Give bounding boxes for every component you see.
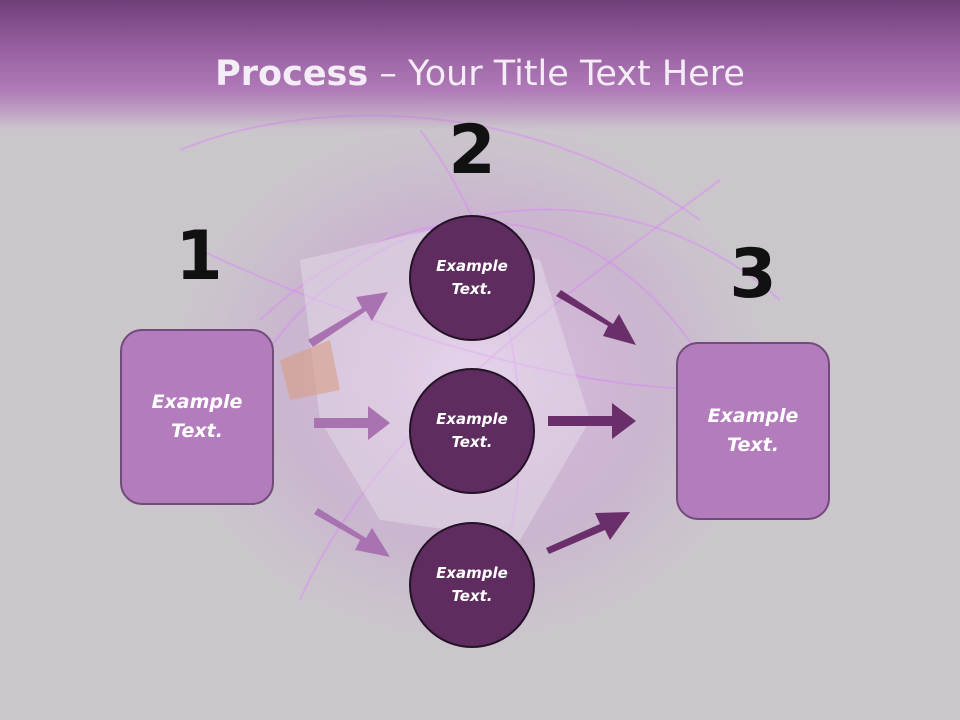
step-number-3: 3	[729, 235, 777, 314]
step-circle-middle-label: Example Text.	[436, 410, 508, 451]
arrow-up-left	[308, 292, 388, 347]
step-number-2: 2	[448, 111, 496, 190]
step-circle-middle: Example Text.	[409, 368, 535, 494]
step-circle-bottom: Example Text.	[409, 522, 535, 648]
arrow-down-right	[556, 290, 636, 345]
slide-title: Process – Your Title Text Here	[0, 52, 960, 96]
step-number-1: 1	[175, 217, 223, 296]
title-bold: Process	[215, 54, 369, 94]
arrow-down-left	[314, 508, 390, 557]
step-circle-bottom-label: Example Text.	[436, 564, 508, 605]
step-box-3-label: Example Text.	[707, 405, 799, 456]
step-circle-top-label: Example Text.	[436, 257, 508, 298]
step-box-3: Example Text.	[676, 342, 830, 520]
step-box-1: Example Text.	[120, 329, 274, 505]
arrow-mid-left	[314, 406, 390, 440]
title-rest: – Your Title Text Here	[368, 54, 745, 94]
step-circle-top: Example Text.	[409, 215, 535, 341]
arrow-mid-right	[548, 403, 636, 439]
step-box-1-label: Example Text.	[151, 391, 243, 442]
arrow-up-right	[546, 512, 630, 554]
title-bar	[0, 0, 960, 130]
